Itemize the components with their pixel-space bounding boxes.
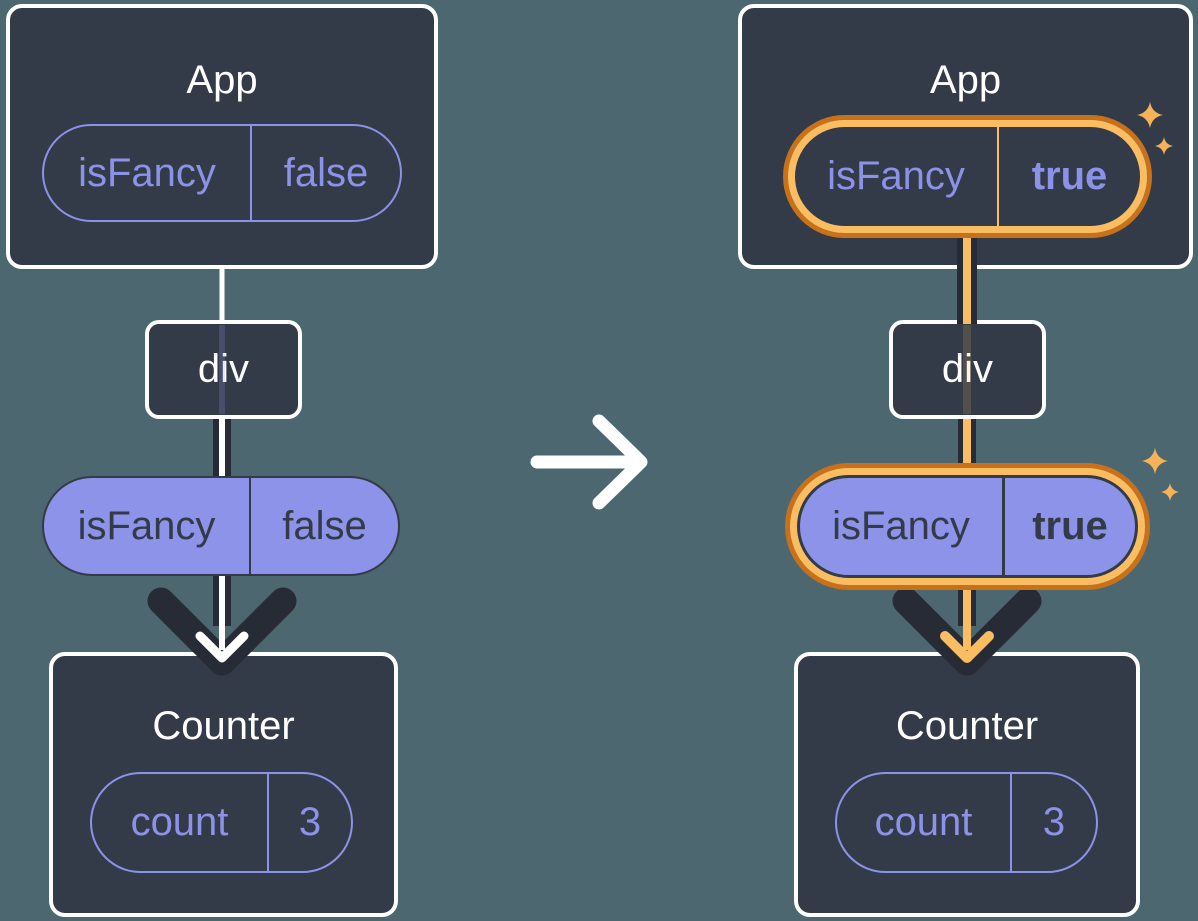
prop-value: false: [250, 126, 400, 220]
prop-value: false: [249, 478, 398, 574]
prop-pill-app-right-highlighted: isFancy true: [788, 120, 1147, 233]
state-pill-counter-right: count 3: [835, 772, 1098, 873]
prop-name: isFancy: [77, 503, 216, 548]
app-title-left: App: [186, 58, 258, 102]
transition-arrow-icon: [530, 414, 648, 510]
prop-name: isFancy: [832, 504, 970, 548]
prop-pill-app-left: isFancy false: [42, 124, 402, 222]
sparkle-icon: [1142, 448, 1168, 474]
app-title-right: App: [929, 58, 1002, 102]
prop-name: isFancy: [827, 154, 965, 198]
state-name: count: [874, 800, 973, 844]
counter-title-left: Counter: [152, 704, 295, 748]
sparkle-icon: [1161, 483, 1179, 501]
counter-title-right: Counter: [895, 704, 1039, 748]
state-name: count: [130, 800, 229, 844]
div-label-left: div: [197, 347, 250, 391]
passed-prop-pill-left: isFancy false: [42, 476, 400, 576]
div-card-left: div: [145, 320, 302, 419]
state-pill-counter-left: count 3: [90, 772, 353, 873]
state-value: 3: [1010, 774, 1096, 871]
div-card-right: div: [889, 320, 1046, 419]
prop-name: isFancy: [78, 150, 216, 195]
passed-prop-pill-right-highlighted: isFancy true: [797, 475, 1138, 578]
div-label-right: div: [941, 347, 994, 391]
prop-value: true: [997, 127, 1140, 226]
state-value: 3: [267, 774, 351, 871]
prop-value: true: [1002, 478, 1135, 575]
